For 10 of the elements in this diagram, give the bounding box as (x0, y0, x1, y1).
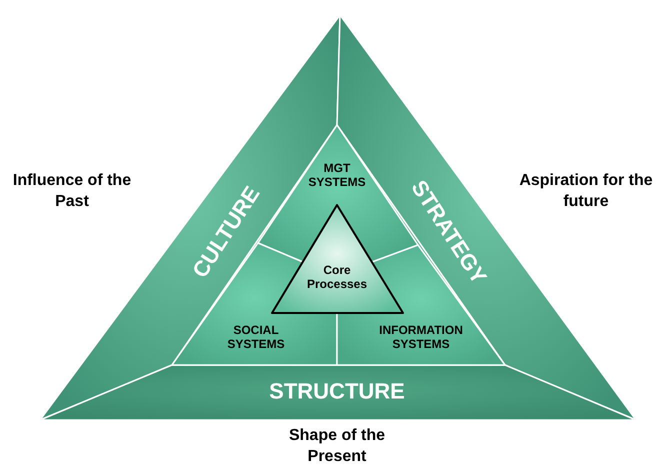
section-label: SOCIAL SYSTEMS (226, 324, 286, 352)
section-label: MGT SYSTEMS (307, 162, 367, 190)
core-label: Core Processes (306, 264, 368, 292)
band-label: STRUCTURE (269, 378, 405, 404)
structure-band (40, 365, 636, 420)
core-triangle (272, 205, 403, 313)
side-caption: Shape of the Present (288, 426, 386, 467)
side-caption: Aspiration for the future (518, 171, 654, 212)
side-caption: Influence of the Past (12, 171, 132, 212)
section-label: INFORMATION SYSTEMS (378, 324, 464, 352)
